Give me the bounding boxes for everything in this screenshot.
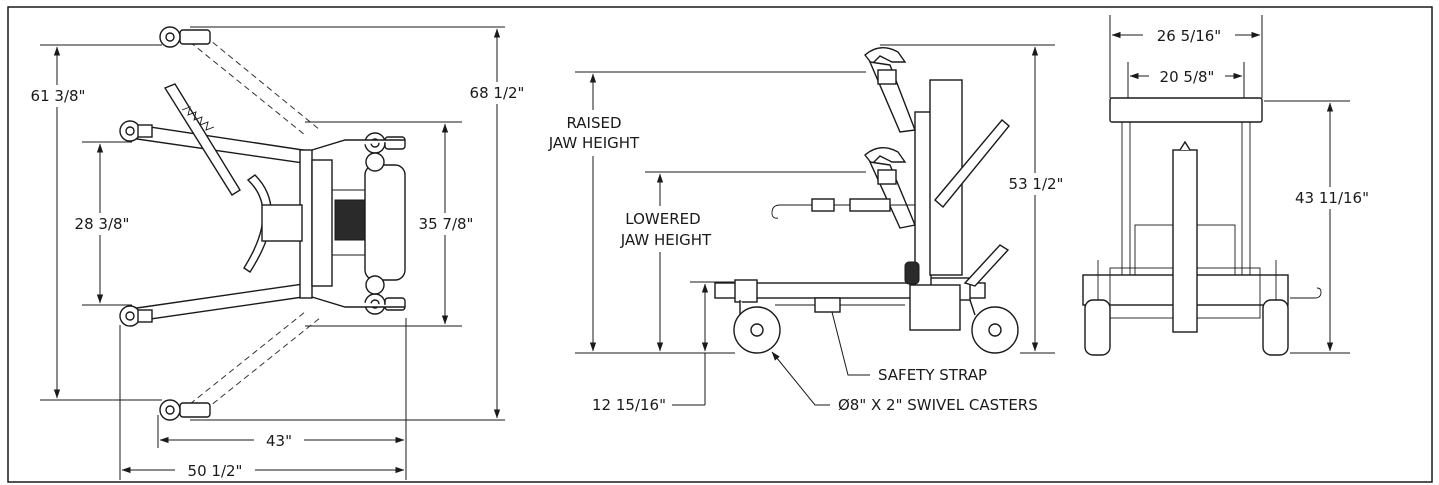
strap-tensioner: [849, 198, 891, 212]
dim-overall-length: 68 1/2": [470, 84, 525, 102]
ratchet: [811, 198, 835, 212]
crank-knob: [904, 261, 920, 285]
safety-strap-label: SAFETY STRAP: [878, 366, 987, 384]
raised-jaw-label-line1: RAISED: [566, 114, 621, 132]
jaw-mount: [261, 204, 303, 242]
dim-base-length-outer: 50 1/2": [188, 462, 243, 480]
rear-caster-upper: [364, 132, 406, 172]
front-caster-left: [1084, 260, 1111, 356]
dim-outer-width: 26 5/16": [1157, 27, 1221, 45]
inner-leg-wheel-upper: [119, 120, 153, 142]
swing-arm-dashed-top: [189, 41, 306, 136]
swing-arm-dashed-top-2: [204, 35, 321, 131]
strap-buckle: [814, 297, 841, 313]
top-far-wheel-lower: [159, 399, 211, 421]
lowered-jaw: [864, 147, 916, 229]
leader-casters: [771, 351, 830, 406]
mast-base: [909, 284, 961, 331]
inner-leg-lower: [129, 283, 304, 323]
drawing-border: [7, 6, 1433, 483]
dim-front-height: 43 11/16": [1295, 189, 1369, 207]
top-view: 68 1/2" 61 3/8" 28 3/8" 35 7/8" 43" 50 1…: [22, 26, 532, 480]
lowered-jaw-label-line2: JAW HEIGHT: [620, 231, 712, 249]
rear-caster-lower: [364, 275, 406, 315]
top-far-wheel-upper: [159, 26, 211, 48]
casters-label: Ø8" X 2" SWIVEL CASTERS: [838, 396, 1038, 414]
lowered-jaw-label-line1: LOWERED: [625, 210, 700, 228]
frame-post: [311, 159, 333, 287]
foot-lever: [963, 244, 1010, 287]
side-view: 53 1/2" RAISED JAW HEIGHT LOWERED JAW HE…: [530, 44, 1072, 414]
side-caster-front: [733, 300, 781, 354]
dim-overall-height: 53 1/2": [1009, 175, 1064, 193]
frame-bottom-rail: [311, 296, 405, 308]
dim-leg-spread-outer: 61 3/8": [31, 87, 86, 105]
jaw-arc: [243, 174, 273, 273]
front-hook: [1290, 287, 1322, 299]
raised-jaw: [864, 47, 916, 133]
raised-jaw-label-line2: JAW HEIGHT: [548, 134, 640, 152]
side-caster-rear: [969, 299, 1019, 354]
inner-leg-wheel-lower: [119, 305, 153, 327]
front-view: 26 5/16" 20 5/8" 43 11/16": [1082, 15, 1378, 356]
front-caster-mount: [734, 279, 758, 303]
dim-inner-leg-spread: 28 3/8": [75, 215, 130, 233]
front-caster-right: [1262, 260, 1289, 356]
frame-loop: [364, 164, 406, 281]
frame-top-rail: [311, 139, 405, 151]
side-handle: [934, 119, 1010, 209]
mast-tip: [1179, 140, 1191, 151]
dim-low-height: 12 15/16": [592, 396, 666, 414]
gear-box: [334, 199, 366, 241]
swing-arm-dashed-bottom-2: [204, 317, 321, 411]
dim-inner-width: 20 5/8": [1160, 68, 1215, 86]
mast: [914, 111, 932, 288]
dim-base-length-inner: 43": [266, 432, 292, 450]
top-handle: [163, 83, 241, 196]
hook: [771, 204, 781, 219]
top-crossbar: [1109, 97, 1263, 123]
swing-arm-dashed-bottom: [189, 311, 306, 405]
front-uprights: [1121, 122, 1251, 280]
front-mast: [1172, 149, 1198, 333]
dim-frame-width: 35 7/8": [419, 215, 474, 233]
leader-safety-strap: [831, 311, 870, 376]
spring: [181, 106, 215, 131]
